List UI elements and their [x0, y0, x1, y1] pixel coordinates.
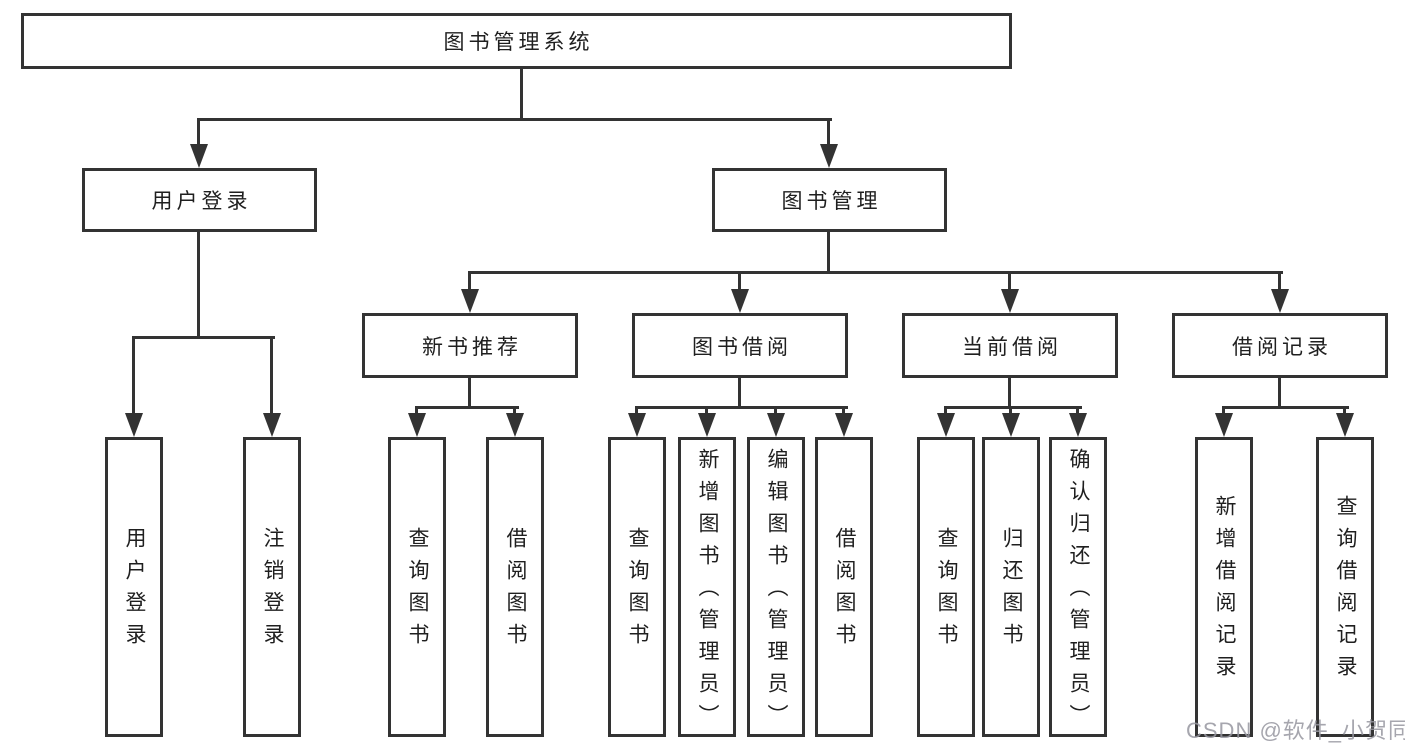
- connector-line: [1008, 271, 1011, 293]
- arrow-down-icon: [190, 144, 208, 168]
- leaf-current-confirm-return-admin: 确认归还（管理员）: [1049, 437, 1107, 737]
- connector-line: [1278, 271, 1281, 293]
- connector-line: [944, 406, 947, 418]
- connector-line: [415, 406, 418, 418]
- connector-line: [635, 406, 848, 409]
- connector-line: [468, 271, 1283, 274]
- node-book-management: 图书管理: [712, 168, 947, 232]
- connector-line: [1008, 378, 1011, 409]
- connector-line: [738, 378, 741, 409]
- leaf-current-return-books: 归还图书: [982, 437, 1040, 737]
- node-user-login: 用户登录: [82, 168, 317, 232]
- connector-line: [774, 406, 777, 418]
- arrow-down-icon: [820, 144, 838, 168]
- connector-line: [1278, 378, 1281, 409]
- leaf-borrow-edit-books-admin: 编辑图书（管理员）: [747, 437, 805, 737]
- leaf-user-login: 用户登录: [105, 437, 163, 737]
- connector-line: [132, 336, 275, 339]
- node-current-borrow: 当前借阅: [902, 313, 1118, 378]
- csdn-watermark: CSDN @软件_小贺同学: [1186, 718, 1405, 743]
- leaf-borrow-add-books-admin: 新增图书（管理员）: [678, 437, 736, 737]
- node-book-borrow: 图书借阅: [632, 313, 848, 378]
- arrow-down-icon: [1069, 413, 1087, 437]
- arrow-down-icon: [1336, 413, 1354, 437]
- connector-line: [197, 232, 200, 339]
- arrow-down-icon: [698, 413, 716, 437]
- connector-line: [132, 336, 135, 418]
- connector-line: [513, 406, 516, 418]
- leaf-borrow-query-books: 查询图书: [608, 437, 666, 737]
- connector-line: [270, 336, 273, 418]
- arrow-down-icon: [767, 413, 785, 437]
- node-new-book-recommend: 新书推荐: [362, 313, 578, 378]
- connector-line: [827, 118, 830, 148]
- arrow-down-icon: [1215, 413, 1233, 437]
- arrow-down-icon: [937, 413, 955, 437]
- connector-line: [1009, 406, 1012, 418]
- connector-line: [944, 406, 1082, 409]
- node-borrow-records: 借阅记录: [1172, 313, 1388, 378]
- connector-line: [1343, 406, 1346, 418]
- leaf-records-add-record: 新增借阅记录: [1195, 437, 1253, 737]
- leaf-borrow-borrow-books: 借阅图书: [815, 437, 873, 737]
- connector-line: [468, 378, 471, 409]
- connector-line: [705, 406, 708, 418]
- connector-line: [1222, 406, 1349, 409]
- arrow-down-icon: [731, 289, 749, 313]
- connector-line: [1076, 406, 1079, 418]
- connector-line: [827, 232, 830, 274]
- arrow-down-icon: [628, 413, 646, 437]
- arrow-down-icon: [835, 413, 853, 437]
- connector-line: [738, 271, 741, 293]
- arrow-down-icon: [125, 413, 143, 437]
- connector-line: [1222, 406, 1225, 418]
- arrow-down-icon: [408, 413, 426, 437]
- arrow-down-icon: [461, 289, 479, 313]
- connector-line: [197, 118, 832, 121]
- connector-line: [842, 406, 845, 418]
- arrow-down-icon: [1271, 289, 1289, 313]
- connector-line: [197, 118, 200, 148]
- arrow-down-icon: [263, 413, 281, 437]
- connector-line: [635, 406, 638, 418]
- arrow-down-icon: [1001, 289, 1019, 313]
- leaf-newbook-borrow-books: 借阅图书: [486, 437, 544, 737]
- leaf-records-query-record: 查询借阅记录: [1316, 437, 1374, 737]
- arrow-down-icon: [1002, 413, 1020, 437]
- leaf-logout: 注销登录: [243, 437, 301, 737]
- connector-line: [468, 271, 471, 293]
- connector-line: [415, 406, 519, 409]
- leaf-current-query-books: 查询图书: [917, 437, 975, 737]
- connector-line: [520, 69, 523, 121]
- arrow-down-icon: [506, 413, 524, 437]
- node-root-library-system: 图书管理系统: [21, 13, 1012, 69]
- leaf-newbook-query-books: 查询图书: [388, 437, 446, 737]
